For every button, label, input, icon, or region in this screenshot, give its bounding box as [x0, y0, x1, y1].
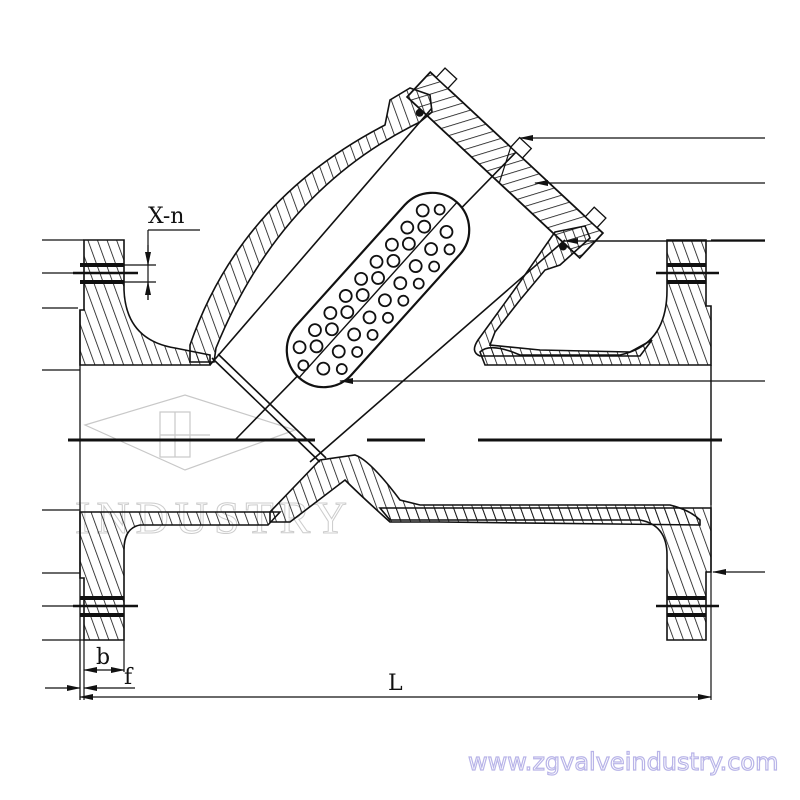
bonnet-cover [405, 67, 607, 260]
bolt-hole-dimension [124, 229, 200, 300]
bore-lines [79, 310, 712, 700]
gasket-icon [415, 108, 424, 117]
label-flange-thickness: b [96, 645, 110, 670]
screen-perforations [292, 203, 456, 376]
flange-thickness-dimension [45, 640, 135, 700]
cover-bolt-icon [435, 67, 607, 229]
label-length: L [388, 671, 403, 696]
watermark-logo-diamond-icon [83, 394, 297, 471]
watermark-url: www.zgvalveindustry.com [468, 748, 778, 776]
gasket-icon [559, 242, 568, 251]
perforated-screen [285, 191, 471, 389]
label-raised-face: f [124, 665, 134, 690]
left-leader-lines [42, 239, 84, 641]
label-bolt-holes: X-n [148, 204, 184, 229]
valve-body [189, 87, 701, 526]
right-flange [378, 239, 719, 700]
right-leader-lines [339, 135, 765, 575]
